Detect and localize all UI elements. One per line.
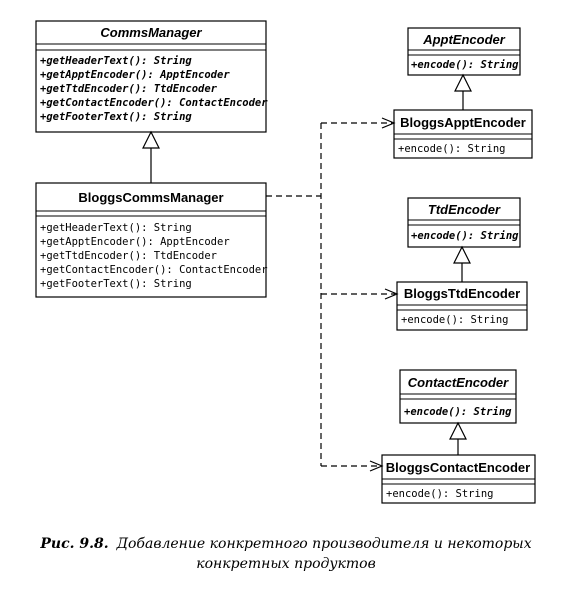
method: +getApptEncoder(): ApptEncoder — [40, 236, 230, 248]
class-name: BloggsContactEncoder — [386, 460, 530, 475]
inheritance-arrow-icon — [454, 73, 472, 92]
caption-label: Рис. 9.8. — [39, 536, 108, 552]
method: +encode(): String — [398, 143, 505, 155]
method: +getHeaderText(): String — [40, 222, 192, 234]
inheritance-comms — [142, 130, 160, 183]
method: +encode(): String — [386, 488, 493, 500]
inheritance-arrow-icon — [142, 130, 160, 149]
class-contact-encoder: ContactEncoder +encode(): String — [399, 369, 517, 424]
class-name: BloggsTtdEncoder — [404, 286, 520, 301]
class-name: BloggsCommsManager — [78, 190, 223, 205]
method: +getHeaderText(): String — [40, 55, 192, 67]
class-name: ContactEncoder — [408, 375, 509, 390]
dependency-arrow-icon — [369, 460, 384, 472]
method: +getApptEncoder(): ApptEncoder — [40, 69, 230, 81]
inheritance-arrow-icon — [449, 421, 467, 440]
caption-line-1: Рис. 9.8. Добавление конкретного произво… — [39, 535, 531, 552]
class-appt-encoder: ApptEncoder +encode(): String — [407, 27, 521, 76]
method: +getContactEncoder(): ContactEncoder — [40, 264, 268, 276]
caption-line-2: конкретных продуктов — [196, 556, 375, 572]
class-bloggs-comms-manager: BloggsCommsManager +getHeaderText(): Str… — [35, 182, 268, 298]
method: +encode(): String — [404, 406, 512, 418]
inheritance-contact — [449, 421, 467, 455]
figure-caption: Рис. 9.8. Добавление конкретного произво… — [39, 535, 531, 572]
class-ttd-encoder: TtdEncoder +encode(): String — [407, 197, 521, 248]
class-name: TtdEncoder — [428, 202, 501, 217]
inheritance-arrow-icon — [453, 245, 471, 264]
class-name: ApptEncoder — [422, 32, 506, 47]
dependency-lines — [266, 117, 399, 472]
method: +getTtdEncoder(): TtdEncoder — [40, 83, 218, 95]
method: +encode(): String — [411, 230, 519, 242]
method: +encode(): String — [411, 59, 519, 71]
class-bloggs-ttd-encoder: BloggsTtdEncoder +encode(): String — [396, 281, 528, 331]
method: +getTtdEncoder(): TtdEncoder — [40, 250, 217, 262]
caption-text: Добавление конкретного производителя и н… — [116, 536, 532, 552]
method: +getContactEncoder(): ContactEncoder — [40, 97, 268, 109]
method: +getFooterText(): String — [40, 111, 192, 123]
method: +encode(): String — [401, 314, 508, 326]
class-bloggs-contact-encoder: BloggsContactEncoder +encode(): String — [381, 454, 536, 504]
method: +getFooterText(): String — [40, 278, 192, 290]
dependency-arrow-icon — [381, 117, 396, 129]
class-bloggs-appt-encoder: BloggsApptEncoder +encode(): String — [393, 109, 533, 159]
inheritance-ttd — [453, 245, 471, 282]
dependency-arrow-icon — [384, 288, 399, 300]
class-name: CommsManager — [100, 25, 202, 40]
inheritance-appt — [454, 73, 472, 110]
class-comms-manager: CommsManager +getHeaderText(): String +g… — [35, 20, 268, 133]
class-name: BloggsApptEncoder — [400, 115, 526, 130]
